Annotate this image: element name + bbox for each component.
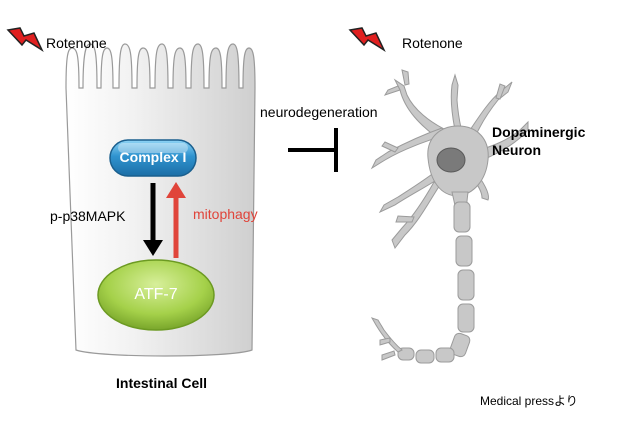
mitophagy-label: mitophagy [193, 206, 258, 222]
rotenone-label-right: Rotenone [402, 35, 463, 51]
neuron-nucleus [436, 147, 466, 173]
credit-label: Medical pressより [480, 394, 578, 408]
activation-arrow [143, 183, 163, 256]
lightning-icon [6, 27, 44, 52]
neuron-label-line1: Dopaminergic [492, 124, 586, 140]
lightning-icon [348, 27, 386, 52]
mitophagy-arrow [166, 182, 186, 258]
inhibition-symbol [288, 128, 338, 172]
complex-i-label: Complex I [119, 149, 187, 165]
intestinal-cell-label: Intestinal Cell [116, 375, 208, 391]
neuron-illustration [370, 69, 529, 364]
p38mapk-label: p-p38MAPK [50, 208, 126, 224]
rotenone-label-left: Rotenone [46, 35, 107, 51]
atf7-label: ATF-7 [134, 286, 178, 303]
atf7-ellipse [97, 259, 215, 331]
neuron-label-line2: Neuron [492, 142, 541, 158]
neurodegeneration-label: neurodegeneration [260, 104, 378, 120]
complex-i-capsule [109, 139, 197, 177]
